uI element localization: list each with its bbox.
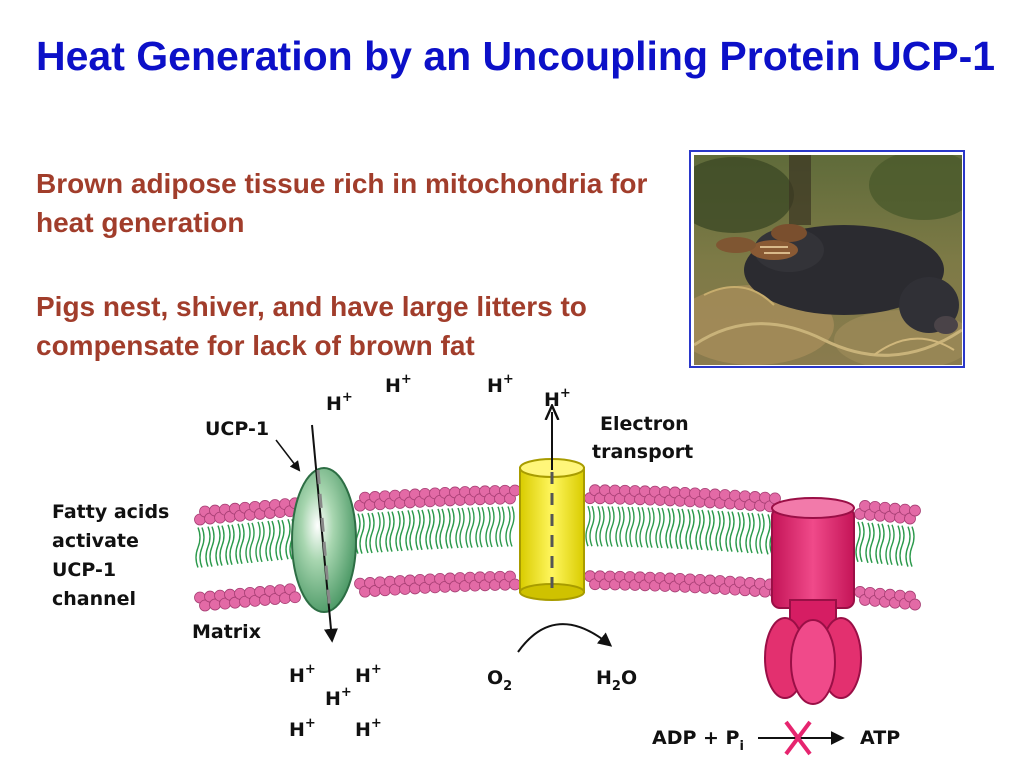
- lipid-tail: [585, 505, 595, 547]
- lipid-tail: [875, 523, 885, 565]
- lipid-tail: [885, 524, 895, 565]
- lipid-tail: [605, 506, 615, 547]
- lipid-tail: [485, 506, 495, 548]
- electron-transport-label-2: transport: [592, 441, 693, 463]
- ucp1-label: UCP-1: [205, 418, 269, 440]
- lipid-tail: [625, 506, 635, 548]
- pig-photo: [689, 150, 965, 368]
- lipid-tail: [365, 512, 375, 554]
- electron-transport-label-1: Electron: [600, 413, 689, 435]
- ucp1-pointer-arrow: [275, 439, 301, 472]
- atp-synthase: [764, 497, 862, 705]
- lipid-tail: [415, 509, 425, 551]
- slide-title: Heat Generation by an Uncoupling Protein…: [36, 33, 996, 79]
- matrix-label: Matrix: [192, 621, 261, 643]
- lipid-tail: [745, 512, 755, 554]
- lipid-tail: [385, 511, 395, 552]
- fatty-acids-label-1: Fatty acids: [52, 501, 169, 523]
- bullet-brown-adipose: Brown adipose tissue rich in mitochondri…: [36, 168, 648, 238]
- oxygen-label: O2: [487, 667, 512, 694]
- atp-label: ATP: [860, 727, 900, 749]
- lipid-tail: [505, 506, 515, 547]
- proton-matrix: H+ H+ H+ H+ H+: [289, 662, 382, 741]
- mitochondrial-membrane-diagram: Fatty acids activate UCP-1 channel Matri…: [52, 372, 921, 756]
- svg-text:H+: H+: [487, 372, 514, 397]
- pig-nest-image: [694, 155, 962, 365]
- lipid-tail: [645, 507, 655, 548]
- ucp1-channel: [291, 424, 357, 643]
- lipid-tail: [205, 526, 215, 567]
- lipid-tail: [245, 522, 255, 564]
- svg-text:H+: H+: [289, 662, 316, 687]
- svg-text:H+: H+: [544, 386, 571, 411]
- svg-text:H+: H+: [385, 372, 412, 397]
- lipid-tail: [425, 509, 435, 550]
- svg-text:H+: H+: [325, 685, 352, 710]
- lipid-tail: [655, 507, 665, 549]
- lipid-tail: [275, 519, 285, 561]
- fatty-acids-label-2: activate: [52, 530, 139, 552]
- lipid-heads: [194, 484, 921, 612]
- lipid-tail: [215, 525, 225, 566]
- lipid-tail: [615, 506, 625, 547]
- lipid-tail: [705, 510, 715, 551]
- lipid-head: [509, 578, 521, 591]
- bullet-pigs: Pigs nest, shiver, and have large litter…: [36, 291, 587, 361]
- lipid-tail: [235, 523, 245, 565]
- lipid-tail: [695, 509, 705, 551]
- lipid-tail: [405, 510, 415, 551]
- lipid-tail: [255, 521, 265, 563]
- proton-intermembrane: H+ H+ H+ H+: [326, 372, 571, 415]
- lipid-tail: [895, 525, 905, 566]
- lipid-tail: [635, 507, 645, 548]
- lipid-tail: [465, 507, 475, 548]
- lipid-tail: [355, 513, 365, 554]
- fatty-acids-label-3: UCP-1: [52, 559, 116, 581]
- lipid-tail: [905, 526, 915, 567]
- fatty-acids-label-4: channel: [52, 588, 136, 610]
- lipid-tail: [865, 522, 875, 564]
- electron-transport-complex: [517, 412, 613, 653]
- lipid-head: [909, 598, 921, 611]
- water-label: H2O: [596, 667, 637, 694]
- lipid-tail: [755, 513, 765, 554]
- lipid-tail: [495, 506, 505, 547]
- lipid-tail: [595, 506, 605, 547]
- lipid-tails: [195, 505, 915, 568]
- lipid-tail: [665, 508, 675, 549]
- lipid-tail: [445, 508, 455, 549]
- lipid-tail: [675, 508, 685, 550]
- lipid-head: [509, 484, 521, 497]
- lipid-tail: [725, 511, 735, 552]
- lipid-tail: [685, 509, 695, 550]
- adp-pi-label: ADP + Pi: [652, 727, 744, 754]
- lipid-tail: [225, 524, 235, 565]
- lipid-tail: [475, 507, 485, 548]
- lipid-head: [289, 591, 301, 604]
- lipid-head: [909, 504, 921, 517]
- svg-text:H+: H+: [355, 662, 382, 687]
- lipid-tail: [265, 520, 275, 562]
- lipid-tail: [375, 512, 385, 553]
- svg-text:H+: H+: [355, 716, 382, 741]
- lipid-tail: [715, 510, 725, 552]
- svg-text:H+: H+: [326, 390, 353, 415]
- lipid-tail: [735, 512, 745, 553]
- lipid-tail: [435, 508, 445, 550]
- svg-text:H+: H+: [289, 716, 316, 741]
- blocked-x-mark: [784, 720, 812, 756]
- lipid-tail: [855, 521, 865, 563]
- lipid-tail: [195, 527, 205, 568]
- lipid-tail: [395, 510, 405, 552]
- lipid-tail: [455, 507, 465, 549]
